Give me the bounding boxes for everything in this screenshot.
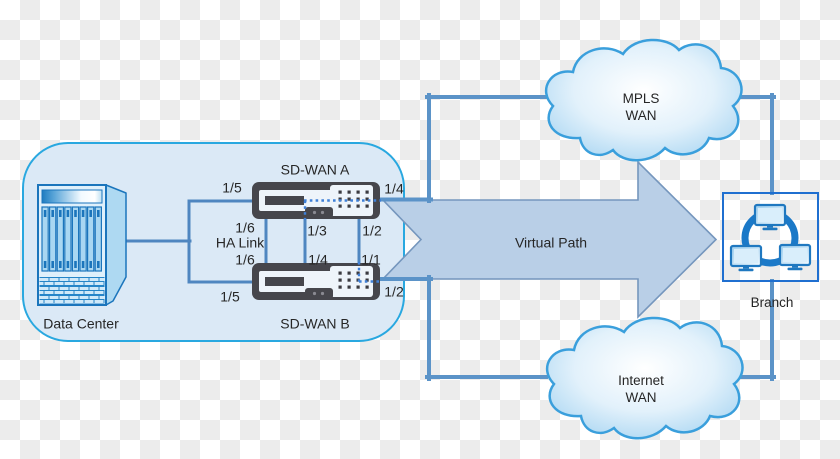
internet-line2: WAN <box>625 390 657 405</box>
port-label-b-ha: 1/6 <box>235 251 255 268</box>
port-label-b-wan: 1/2 <box>384 283 404 300</box>
port-label-b-inner: 1/1 <box>361 251 381 268</box>
mpls-wan-cloud <box>544 38 743 162</box>
dotted-path-b <box>357 262 381 283</box>
internet-wan-cloud <box>545 316 744 440</box>
lan-network-icon <box>729 203 812 272</box>
port-label-b-mid: 1/4 <box>308 251 328 268</box>
monitor-icon <box>729 244 763 272</box>
monitor-icon <box>778 243 812 271</box>
virtual-path-label: Virtual Path <box>514 234 588 251</box>
branch-box <box>722 192 819 282</box>
port-label-a-inner: 1/2 <box>362 222 382 239</box>
port-label-a-wan: 1/4 <box>384 180 404 197</box>
datacenter-label: Data Center <box>43 315 119 332</box>
port-label-a-left: 1/5 <box>222 179 242 196</box>
port-label-a-mid: 1/3 <box>307 222 327 239</box>
port-label-a-ha: 1/6 <box>235 219 255 236</box>
branch-label: Branch <box>750 294 794 310</box>
mpls-line1: MPLS <box>622 91 660 106</box>
sdwan-a-appliance-icon <box>252 182 381 220</box>
port-label-b-left: 1/5 <box>220 288 240 305</box>
cloud-icon <box>545 316 744 440</box>
sdwan-a-label: SD-WAN A <box>280 161 350 178</box>
mpls-wan-label: MPLS WAN <box>623 90 660 124</box>
ha-link-label: HA Link <box>215 234 265 251</box>
cloud-icon <box>544 38 743 162</box>
mpls-line2: WAN <box>625 108 657 123</box>
sdwan-b-appliance-icon <box>252 262 381 300</box>
dotted-path-a <box>303 199 381 220</box>
internet-line1: Internet <box>618 373 664 388</box>
monitor-icon <box>753 203 787 231</box>
internet-wan-label: Internet WAN <box>618 372 664 406</box>
datacenter-rack-icon <box>37 184 127 306</box>
sdwan-b-label: SD-WAN B <box>280 315 350 332</box>
